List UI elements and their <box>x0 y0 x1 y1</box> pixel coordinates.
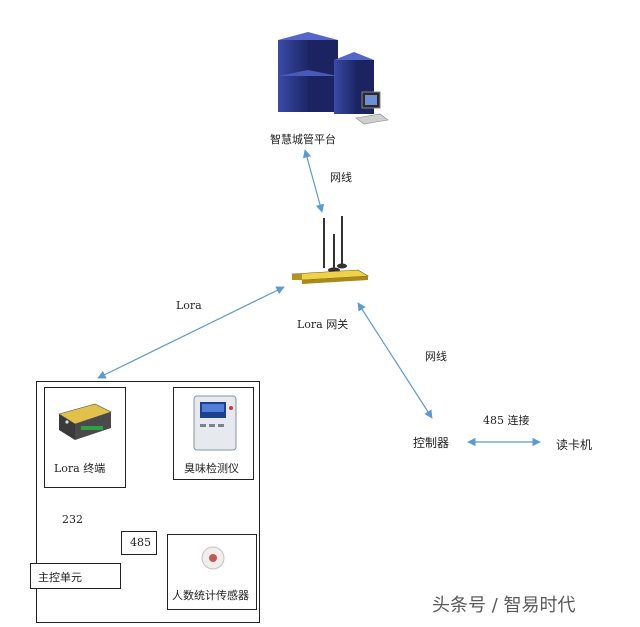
controller-reader-label: 485 连接 <box>483 414 530 427</box>
detector-main-label-box: 485 <box>121 531 157 555</box>
lora-terminal-icon <box>58 403 112 440</box>
people-counter-label: 人数统计传感器 <box>172 589 249 602</box>
arrow-server-gateway <box>302 149 325 213</box>
server-label: 智慧城管平台 <box>270 133 336 146</box>
gateway-label: Lora 网关 <box>297 318 349 331</box>
card-reader-label: 读卡机 <box>556 438 593 452</box>
arrow-gateway-group <box>97 286 285 379</box>
people-counter-icon <box>201 546 225 570</box>
lora-terminal-label: Lora 终端 <box>54 462 106 475</box>
detector-main-label: 485 <box>130 536 151 549</box>
main-control-label: 主控单元 <box>38 571 82 584</box>
controller-label: 控制器 <box>413 436 450 450</box>
gateway-controller-label: 网线 <box>425 350 447 363</box>
server-gateway-label: 网线 <box>330 171 352 184</box>
odor-detector-icon <box>193 395 237 451</box>
server-icon <box>278 32 389 125</box>
odor-detector-label: 臭味检测仪 <box>184 462 239 475</box>
people-counter-box: 人数统计传感器 <box>167 534 257 610</box>
watermark: 头条号 / 智易时代 <box>432 595 576 616</box>
arrow-gateway-controller <box>357 302 433 419</box>
lora-link-label: Lora <box>176 299 202 312</box>
main-control-box: 主控单元 <box>30 563 121 589</box>
odor-detector-box: 臭味检测仪 <box>173 387 254 480</box>
terminal-main-label: 232 <box>62 513 83 526</box>
lora-terminal-box: Lora 终端 <box>44 387 126 488</box>
gateway-icon <box>291 216 369 284</box>
